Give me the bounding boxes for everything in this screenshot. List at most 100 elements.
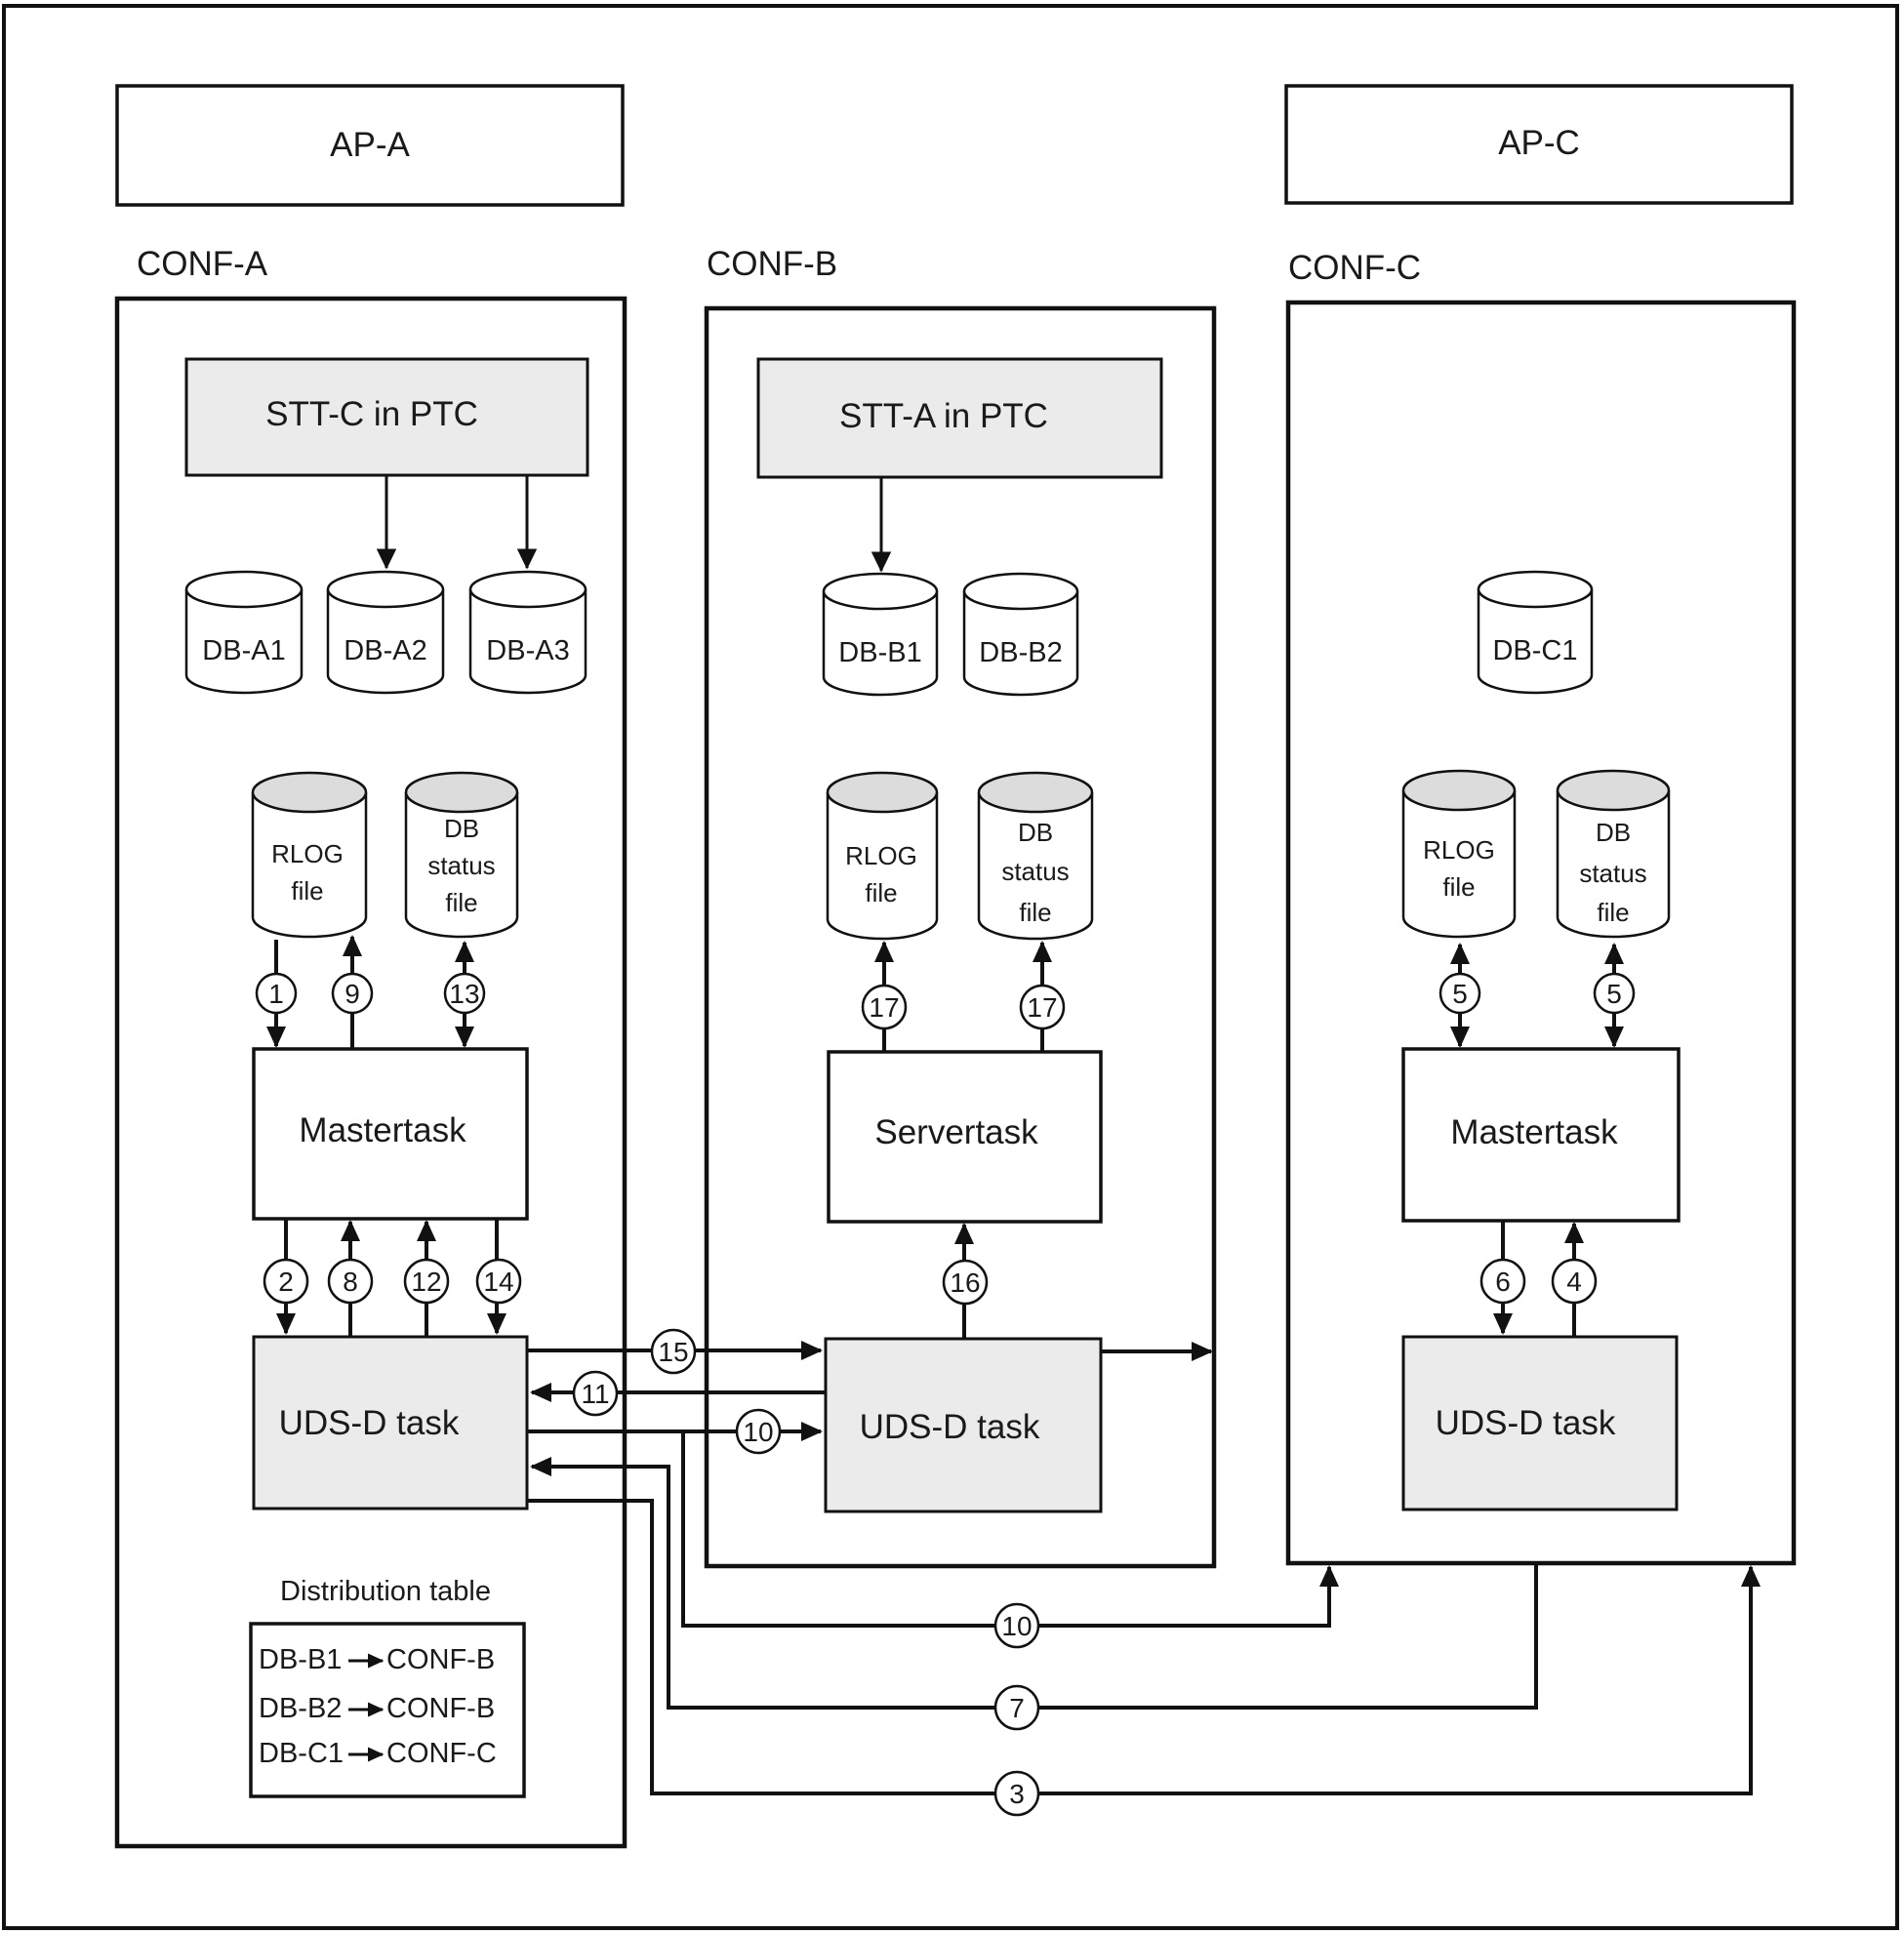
conf-c-frame xyxy=(1285,300,1797,1566)
svg-text:11: 11 xyxy=(581,1379,609,1409)
step-10b-marker: 10 xyxy=(993,1602,1040,1649)
svg-text:12: 12 xyxy=(411,1267,441,1297)
rlog-b-line2: file xyxy=(865,878,897,907)
distribution-row-1: DB-B1 CONF-B xyxy=(259,1644,495,1675)
step-13-marker: 13 xyxy=(443,972,486,1015)
db-status-file-b-cylinder: DB status file xyxy=(977,771,1094,941)
svg-text:10: 10 xyxy=(743,1417,773,1447)
db-a2-label: DB-A2 xyxy=(344,635,426,666)
status-c-line1: DB xyxy=(1596,818,1631,847)
step-8-marker: 8 xyxy=(327,1258,374,1305)
stt-a-box: STT-A in PTC xyxy=(756,357,1163,479)
step-4-marker: 4 xyxy=(1551,1258,1598,1305)
svg-text:1: 1 xyxy=(268,979,284,1009)
conf-b-title: CONF-B xyxy=(707,245,837,283)
uds-d-task-c-box: UDS-D task xyxy=(1401,1335,1679,1511)
rlog-file-c-cylinder: RLOG file xyxy=(1401,769,1517,939)
dist-row-2-from: DB-B2 xyxy=(259,1693,342,1724)
mastertask-c-label: Mastertask xyxy=(1450,1113,1618,1151)
servertask-box: Servertask xyxy=(827,1050,1103,1224)
rlog-a-line2: file xyxy=(291,876,323,906)
svg-text:5: 5 xyxy=(1452,979,1468,1009)
db-a3-cylinder: DB-A3 xyxy=(468,570,587,695)
stt-a-label: STT-A in PTC xyxy=(839,397,1048,435)
svg-text:4: 4 xyxy=(1566,1267,1582,1297)
step-1-marker: 1 xyxy=(255,972,298,1015)
svg-text:14: 14 xyxy=(483,1267,513,1297)
arrow-step-7 xyxy=(530,1457,1538,1710)
db-c1-label: DB-C1 xyxy=(1492,635,1577,666)
uds-d-c-label: UDS-D task xyxy=(1436,1404,1616,1442)
db-a1-label: DB-A1 xyxy=(202,635,285,666)
svg-text:6: 6 xyxy=(1495,1267,1511,1297)
step-14-marker: 14 xyxy=(475,1258,522,1305)
status-a-line2: status xyxy=(427,851,495,880)
outer-frame xyxy=(2,4,1899,1930)
uds-d-b-label: UDS-D task xyxy=(860,1408,1040,1446)
dist-row-3-from: DB-C1 xyxy=(259,1738,344,1769)
svg-text:17: 17 xyxy=(1027,992,1057,1023)
status-b-line3: file xyxy=(1019,898,1051,927)
step-9-marker: 9 xyxy=(331,972,374,1015)
step-7-marker: 7 xyxy=(993,1684,1040,1731)
step-6-marker: 6 xyxy=(1479,1258,1526,1305)
uds-d-task-a-box: UDS-D task xyxy=(252,1335,529,1510)
conf-a-title: CONF-A xyxy=(137,245,268,283)
db-b1-label: DB-B1 xyxy=(838,637,921,668)
stt-c-box: STT-C in PTC xyxy=(184,357,589,477)
distribution-table: DB-B1 CONF-B DB-B2 CONF-B DB-C1 CONF-C xyxy=(249,1622,526,1798)
distribution-row-2: DB-B2 CONF-B xyxy=(259,1693,495,1724)
db-a2-cylinder: DB-A2 xyxy=(326,570,445,695)
db-b1-cylinder: DB-B1 xyxy=(822,572,939,697)
svg-text:13: 13 xyxy=(449,979,479,1009)
status-a-line1: DB xyxy=(444,814,479,843)
rlog-a-line1: RLOG xyxy=(271,839,344,868)
rlog-file-b-cylinder: RLOG file xyxy=(826,771,939,941)
svg-text:2: 2 xyxy=(278,1267,294,1297)
mastertask-a-label: Mastertask xyxy=(299,1111,466,1149)
rlog-b-line1: RLOG xyxy=(845,841,917,870)
uds-d-task-b-box: UDS-D task xyxy=(824,1337,1103,1513)
step-markers: 1 9 13 2 8 12 14 17 17 16 5 5 6 4 15 11 … xyxy=(255,972,1636,1817)
status-a-line3: file xyxy=(445,888,477,917)
conf-b-frame xyxy=(704,305,1217,1569)
status-c-line2: status xyxy=(1579,859,1646,888)
rlog-file-a-cylinder: RLOG file xyxy=(251,771,368,939)
svg-text:7: 7 xyxy=(1009,1693,1025,1723)
conf-a: CONF-A STT-C in PTC DB-A1 DB-A2 DB-A3 xyxy=(114,245,628,1849)
svg-text:16: 16 xyxy=(950,1268,980,1298)
svg-text:17: 17 xyxy=(869,992,899,1023)
step-5b-marker: 5 xyxy=(1593,972,1636,1015)
ap-c-label: AP-C xyxy=(1498,124,1580,162)
conf-b: CONF-B STT-A in PTC DB-B1 DB-B2 RLOG fil… xyxy=(704,245,1217,1569)
mastertask-c-box: Mastertask xyxy=(1401,1047,1681,1223)
step-3-marker: 3 xyxy=(993,1770,1040,1817)
dist-row-3-to: CONF-C xyxy=(386,1738,497,1769)
servertask-label: Servertask xyxy=(874,1113,1038,1151)
svg-text:3: 3 xyxy=(1009,1779,1025,1809)
step-17b-marker: 17 xyxy=(1019,984,1066,1030)
svg-text:8: 8 xyxy=(343,1267,358,1297)
db-c1-cylinder: DB-C1 xyxy=(1477,570,1594,695)
db-a3-label: DB-A3 xyxy=(486,635,569,666)
dist-row-2-to: CONF-B xyxy=(386,1693,495,1724)
ap-a-box: AP-A xyxy=(115,84,625,207)
svg-text:15: 15 xyxy=(658,1337,688,1367)
step-10a-marker: 10 xyxy=(735,1408,782,1455)
conf-c: CONF-C DB-C1 RLOG file DB status file Ma… xyxy=(1285,249,1797,1566)
conf-a-frame xyxy=(114,296,628,1849)
conf-c-title: CONF-C xyxy=(1288,249,1421,287)
distribution-row-3: DB-C1 CONF-C xyxy=(259,1738,497,1769)
dist-row-1-to: CONF-B xyxy=(386,1644,495,1675)
status-b-line1: DB xyxy=(1018,818,1053,847)
status-c-line3: file xyxy=(1597,898,1629,927)
db-status-file-c-cylinder: DB status file xyxy=(1556,769,1671,939)
db-b2-label: DB-B2 xyxy=(979,637,1062,668)
step-2-marker: 2 xyxy=(263,1258,309,1305)
ap-c-box: AP-C xyxy=(1284,84,1794,205)
status-b-line2: status xyxy=(1001,857,1069,886)
db-b2-cylinder: DB-B2 xyxy=(962,572,1079,697)
distribution-table-title: Distribution table xyxy=(280,1576,491,1607)
step-5a-marker: 5 xyxy=(1438,972,1481,1015)
